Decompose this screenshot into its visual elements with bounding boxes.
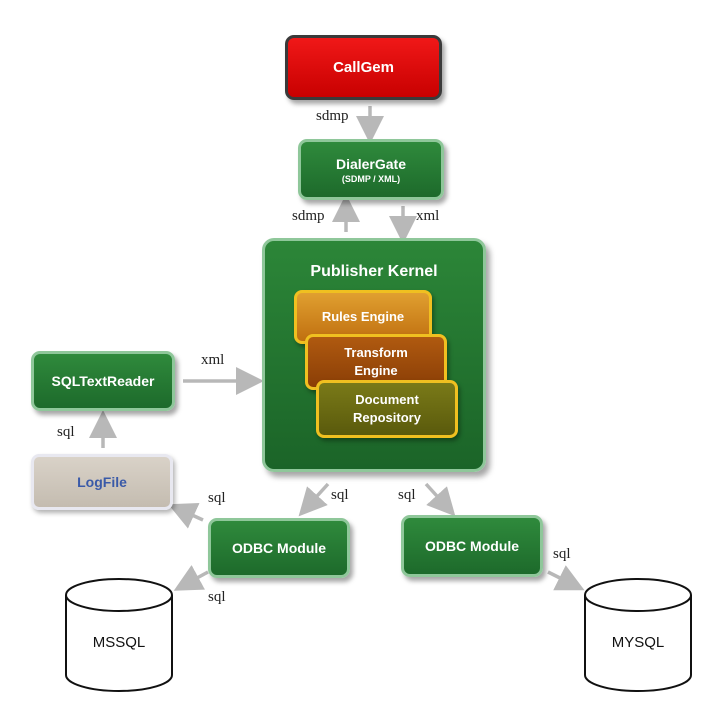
- kernel-title: Publisher Kernel: [310, 263, 438, 280]
- odbc-left-label: ODBC Module: [231, 540, 327, 556]
- mysql-cylinder: [584, 578, 692, 692]
- dialergate-label: DialerGate: [335, 155, 407, 172]
- rules-engine-label: Rules Engine: [321, 309, 405, 324]
- arrow-odbc-to-logfile: [168, 503, 204, 529]
- edge-label-kernel-odbc-left: sql: [331, 487, 349, 503]
- logfile-node: LogFile: [31, 454, 173, 510]
- edge-label-odbc-mssql: sql: [208, 589, 226, 605]
- edge-label-dialergate-kernel: xml: [416, 208, 440, 224]
- edge-label-dialergate-up: sdmp: [292, 208, 325, 224]
- arrow-kernel-to-odbc-left: [298, 482, 330, 517]
- edge-label-reader-kernel: xml: [201, 352, 225, 368]
- odbc-module-right-node: ODBC Module: [401, 515, 543, 577]
- callgem-label: CallGem: [333, 59, 394, 76]
- edge-label-odbc-mysql: sql: [553, 546, 571, 562]
- edge-label-odbc-logfile: sql: [208, 490, 226, 506]
- edge-label-callgem-dialergate: sdmp: [316, 108, 349, 124]
- edge-label-kernel-odbc-right: sql: [398, 487, 416, 503]
- edge-label-logfile-reader: sql: [57, 424, 75, 440]
- dialergate-sublabel: (SDMP / XML): [341, 173, 401, 184]
- document-repository-node: Document Repository: [316, 380, 458, 438]
- mysql-label: MYSQL: [611, 634, 665, 651]
- odbc-right-label: ODBC Module: [424, 538, 520, 554]
- sqltextreader-label: SQLTextReader: [51, 373, 155, 389]
- arrow-odbc-to-mssql: [173, 565, 209, 591]
- mssql-cylinder: [65, 578, 173, 692]
- arrow-odbc-to-mysql: [547, 565, 585, 591]
- dialergate-node: DialerGate (SDMP / XML): [298, 139, 444, 200]
- transform-engine-label: Transform Engine: [344, 345, 408, 378]
- document-repository-label: Document Repository: [353, 392, 421, 425]
- mssql-label: MSSQL: [92, 634, 146, 651]
- logfile-label: LogFile: [77, 474, 127, 490]
- arrow-kernel-to-odbc-right: [424, 482, 456, 517]
- sqltextreader-node: SQLTextReader: [31, 351, 175, 411]
- odbc-module-left-node: ODBC Module: [208, 518, 350, 578]
- callgem-node: CallGem: [285, 35, 442, 100]
